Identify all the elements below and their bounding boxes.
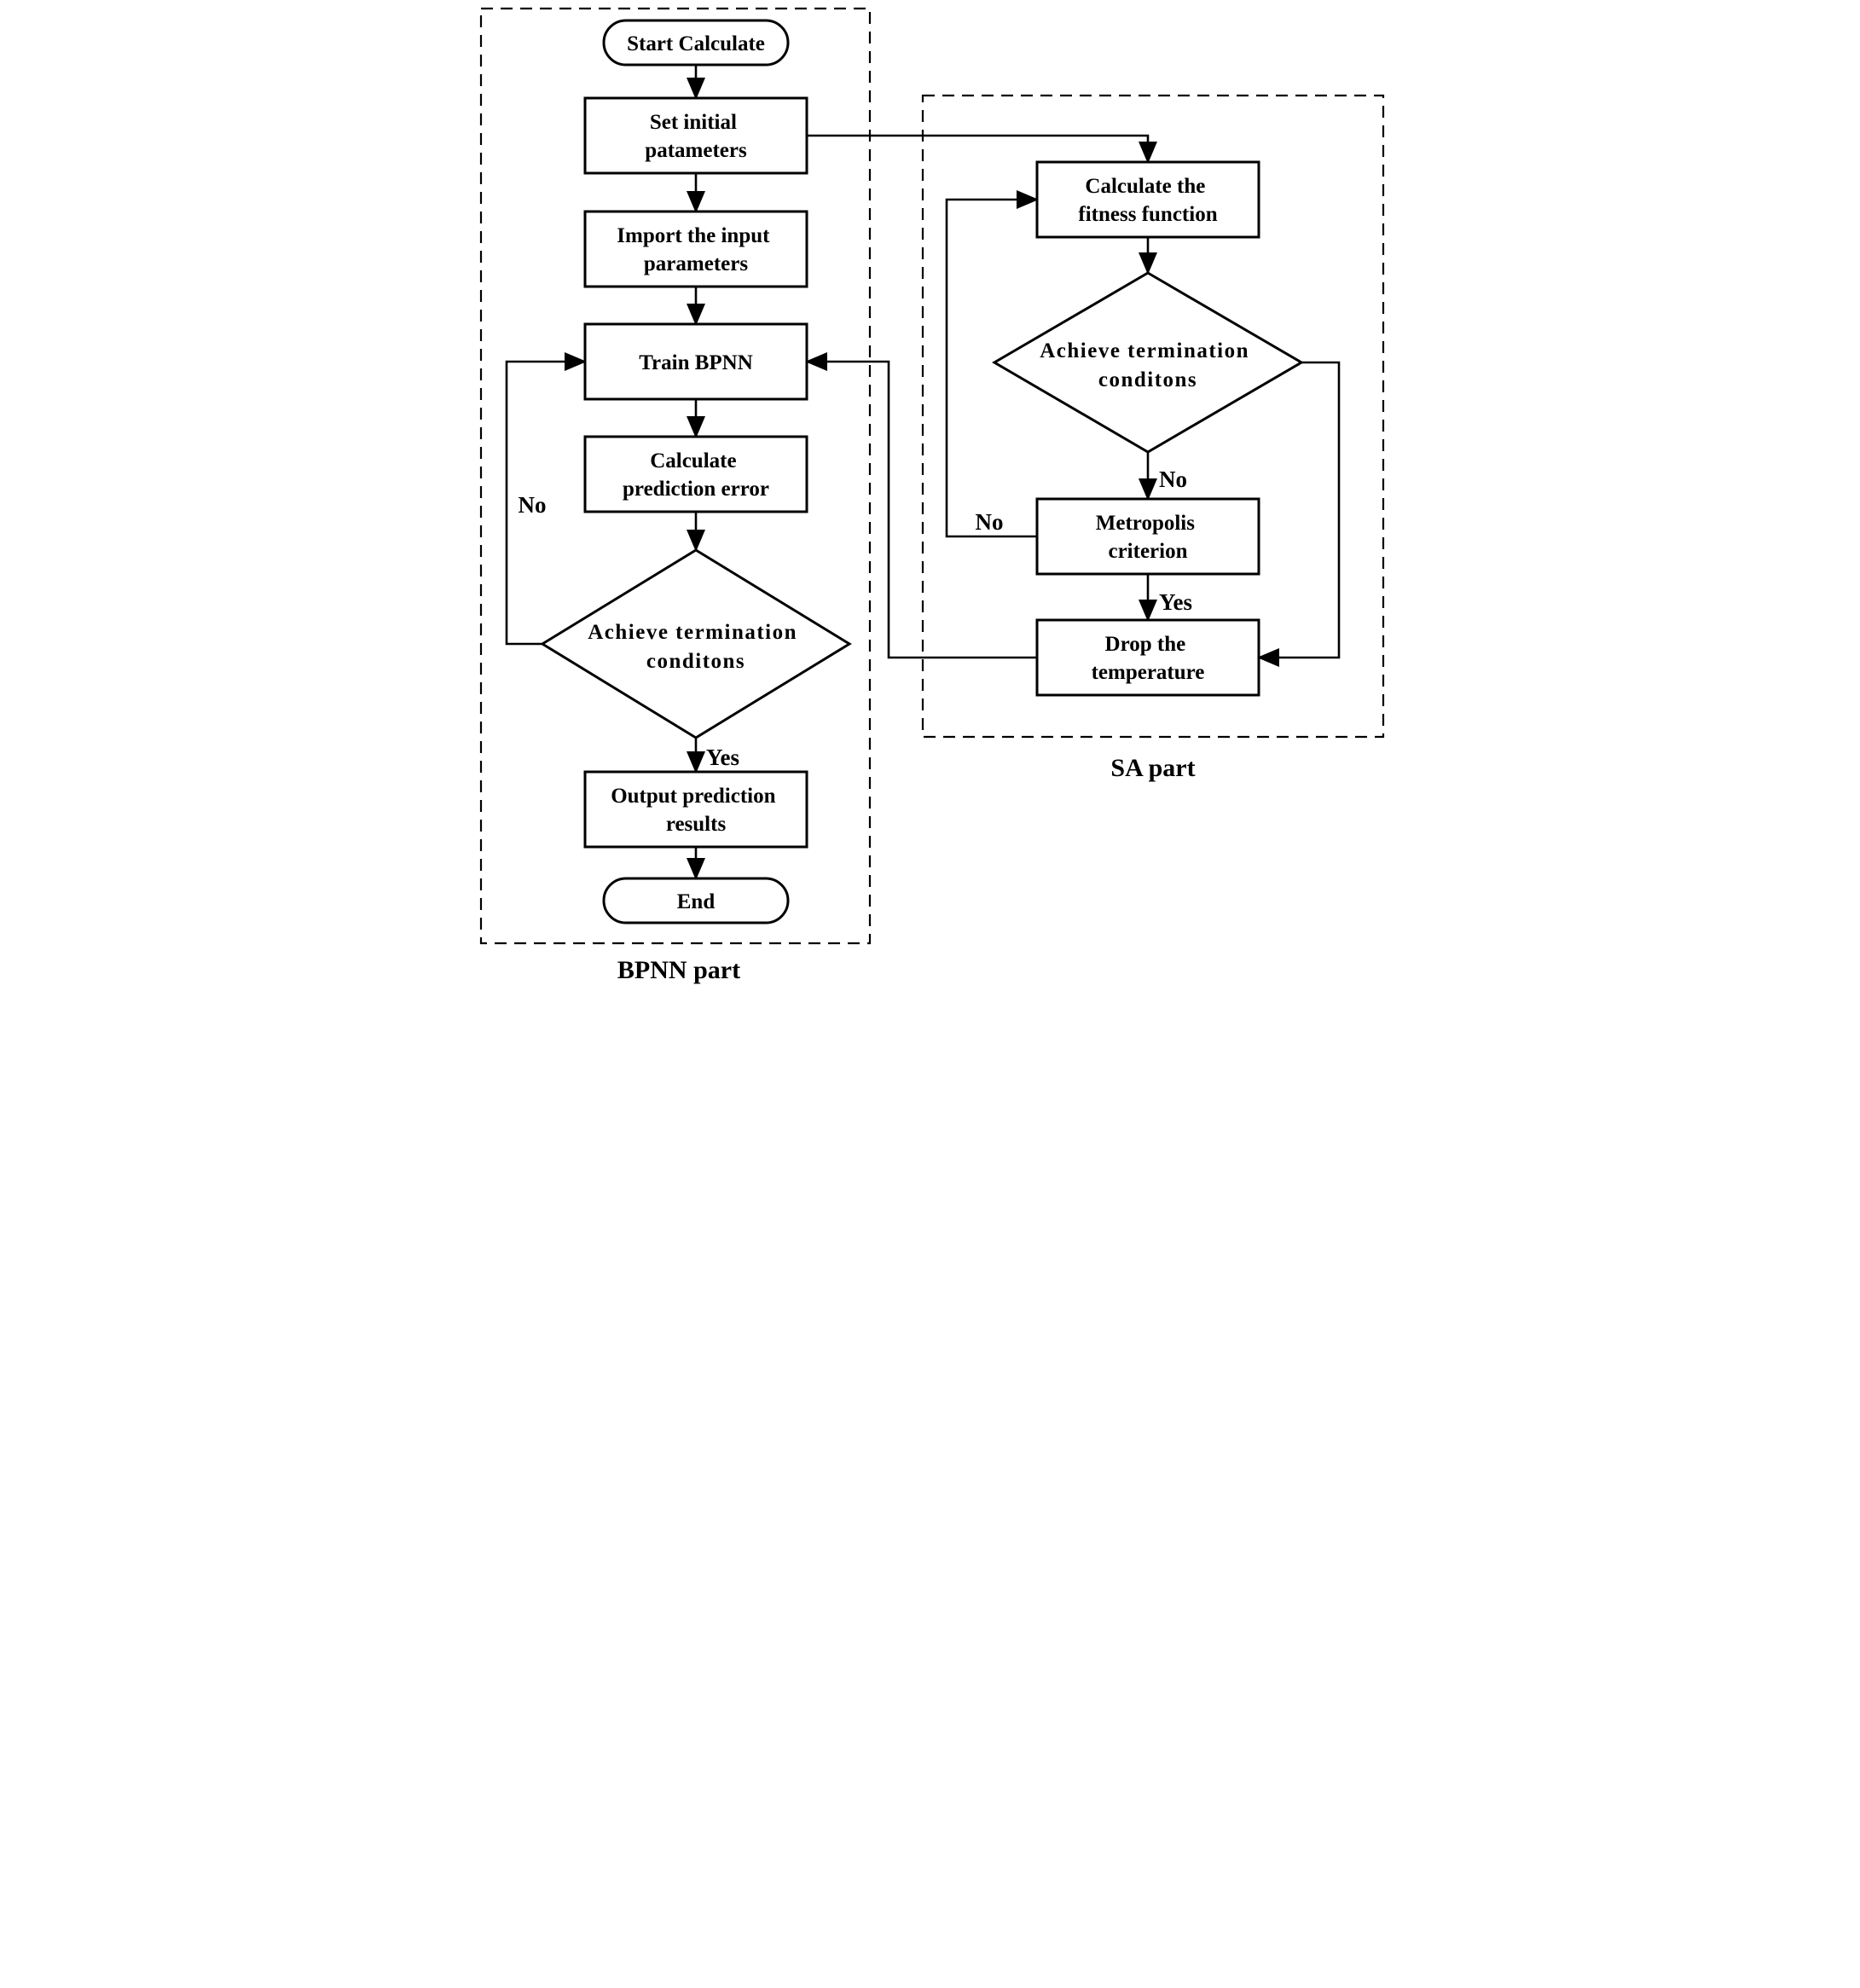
node-start: Start Calculate [602,19,789,67]
node-drop-temp: Drop the temperature [1035,618,1260,697]
edge-set-initial-to-fitness [806,134,1157,164]
drop-temp-shape [1035,618,1260,697]
train-bpnn-shape [583,322,808,401]
node-metropolis: Metropolis criterion [1035,497,1260,576]
edge-metropolis-no-loop-to-fitness [945,190,1039,538]
sa-decision-shape [991,271,1304,454]
bpnn-no-label: No [518,492,546,518]
start-terminator-shape [602,19,789,67]
bpnn-edges: Yes No [505,65,739,880]
bpnn-region-label: BPNN part [617,956,739,984]
calc-error-shape [583,435,808,513]
node-calc-fitness: Calculate the fitness function [1035,160,1260,239]
calc-fitness-label: Calculate the fitness function [1078,175,1217,226]
metropolis-shape [1035,497,1260,576]
node-set-initial: Set initial patameters [583,96,808,175]
metropolis-yes-label: Yes [1159,589,1192,615]
node-bpnn-decision: Achieve termination conditons [539,548,852,739]
import-input-label: Import the input parameters [617,224,774,275]
sa-region-outline [921,94,1384,739]
node-end: End [602,877,789,924]
bpnn-region-outline [479,7,871,945]
import-input-shape [583,210,808,288]
calc-error-label: Calculate prediction error [623,449,769,501]
train-bpnn-label: Train BPNN [639,351,753,374]
flowchart-svg: BPNN part SA part Yes No No Yes No Start… [479,7,1384,984]
sa-region: SA part [921,94,1384,782]
set-initial-shape [583,96,808,175]
bpnn-yes-label: Yes [706,745,739,770]
edge-sa-decision-to-drop [1256,361,1340,667]
output-results-shape [583,770,808,849]
calc-fitness-shape [1035,160,1260,239]
metropolis-label: Metropolis criterion [1095,512,1199,563]
set-initial-label: Set initial patameters [645,111,747,162]
edge-decision-no-loop-to-train [505,352,587,646]
node-output-results: Output prediction results [583,770,808,849]
end-terminator-shape [602,877,789,924]
bpnn-decision-label: Achieve termination conditons [588,621,804,673]
node-import-input: Import the input parameters [583,210,808,288]
node-calc-error: Calculate prediction error [583,435,808,513]
start-label: Start Calculate [627,32,765,55]
end-label: End [676,890,715,913]
bpnn-region: BPNN part [479,7,871,984]
metropolis-no-label: No [975,509,1003,535]
drop-temp-label: Drop the temperature [1091,633,1204,684]
sa-decision-no-label: No [1159,467,1187,492]
output-results-label: Output prediction results [611,785,781,836]
bpnn-decision-shape [539,548,852,739]
sa-region-label: SA part [1110,754,1195,782]
node-sa-decision: Achieve termination conditons [991,271,1304,454]
node-train-bpnn: Train BPNN [583,322,808,401]
sa-decision-label: Achieve termination conditons [1040,339,1256,391]
flowchart-canvas: BPNN part SA part Yes No No Yes No Start… [465,0,1395,994]
edge-drop-to-train [804,352,1037,659]
sa-edges: No Yes No [804,134,1340,667]
